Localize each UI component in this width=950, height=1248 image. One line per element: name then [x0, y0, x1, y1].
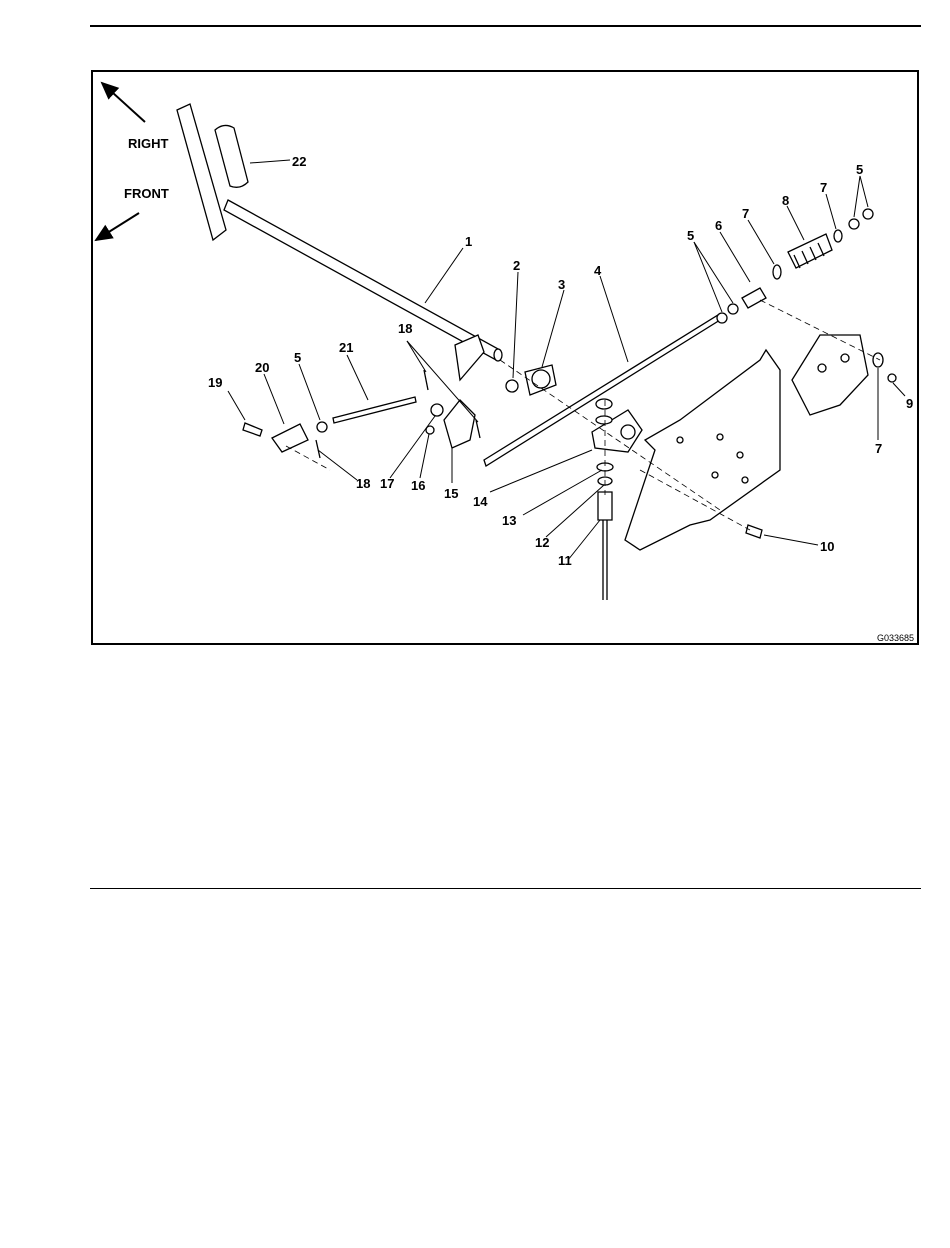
nut-17 — [431, 404, 443, 416]
callout-3: 3 — [558, 277, 565, 292]
callout-5-right-upper: 5 — [687, 228, 694, 243]
spring-8 — [788, 234, 832, 268]
front-arrow-icon — [96, 213, 139, 240]
nut-5d — [863, 209, 873, 219]
callout-18-lower: 18 — [356, 476, 370, 491]
parts — [177, 104, 896, 600]
callout-5-left: 5 — [294, 350, 301, 365]
pedal-pad — [215, 125, 248, 187]
pedal-shaft — [224, 200, 500, 360]
bolt-10 — [746, 525, 762, 538]
callout-21: 21 — [339, 340, 353, 355]
callout-11: 11 — [558, 553, 572, 568]
callout-18-upper: 18 — [398, 321, 412, 336]
plate-hole — [742, 477, 748, 483]
nut-top — [596, 399, 612, 409]
nut-9 — [888, 374, 896, 382]
callout-17: 17 — [380, 476, 394, 491]
callout-12: 12 — [535, 535, 549, 550]
washer-7b — [834, 230, 842, 242]
callout-2: 2 — [513, 258, 520, 273]
callout-19: 19 — [208, 375, 222, 390]
callout-8: 8 — [782, 193, 789, 208]
brake-caliper — [792, 335, 868, 415]
washer-7a — [773, 265, 781, 279]
callout-6: 6 — [715, 218, 722, 233]
shaft-lever — [455, 335, 484, 380]
assembly-lines — [286, 300, 880, 530]
plate-hole — [717, 434, 723, 440]
washer-top — [596, 416, 612, 424]
nut-2 — [506, 380, 518, 392]
callout-15: 15 — [444, 486, 458, 501]
callout-10: 10 — [820, 539, 834, 554]
callout-14: 14 — [473, 494, 488, 509]
callout-4: 4 — [594, 263, 602, 278]
callout-20: 20 — [255, 360, 269, 375]
plate-15 — [444, 400, 475, 448]
cotter-pin-18c — [476, 420, 480, 438]
washer-7c — [873, 353, 883, 367]
caliper-bolt — [818, 364, 826, 372]
sensor-11 — [598, 492, 612, 520]
figure-id: G033685 — [877, 633, 914, 643]
tube-6 — [742, 288, 766, 308]
bearing-3 — [532, 370, 550, 388]
plate-hole — [712, 472, 718, 478]
right-label: RIGHT — [128, 136, 169, 151]
callout-9: 9 — [906, 396, 913, 411]
callout-5-top: 5 — [856, 162, 863, 177]
sensor-wires — [603, 520, 607, 600]
callout-1: 1 — [465, 234, 472, 249]
orientation-indicator: RIGHT FRONT — [96, 83, 169, 240]
callout-7-spring: 7 — [820, 180, 827, 195]
shaft-end — [494, 349, 502, 361]
front-label: FRONT — [124, 186, 169, 201]
callout-13: 13 — [502, 513, 516, 528]
callout-7-upper: 7 — [742, 206, 749, 221]
cotter-pin-18a — [316, 440, 320, 458]
leader-lines — [228, 160, 905, 560]
right-arrow-icon — [102, 83, 145, 122]
nut-5e — [317, 422, 327, 432]
callout-22: 22 — [292, 154, 306, 169]
callout-7-lower: 7 — [875, 441, 882, 456]
plate-hole — [737, 452, 743, 458]
mounting-plate — [625, 350, 780, 550]
bracket-hole — [621, 425, 635, 439]
nut-5c — [849, 219, 859, 229]
cotter-pin-18b — [424, 370, 428, 390]
pedal-arm — [177, 104, 226, 240]
rod-21 — [333, 397, 416, 423]
callout-16: 16 — [411, 478, 425, 493]
caliper-bolt — [841, 354, 849, 362]
plate-hole — [677, 437, 683, 443]
nut-5a — [717, 313, 727, 323]
pin-19 — [243, 423, 262, 436]
nut-5b — [728, 304, 738, 314]
